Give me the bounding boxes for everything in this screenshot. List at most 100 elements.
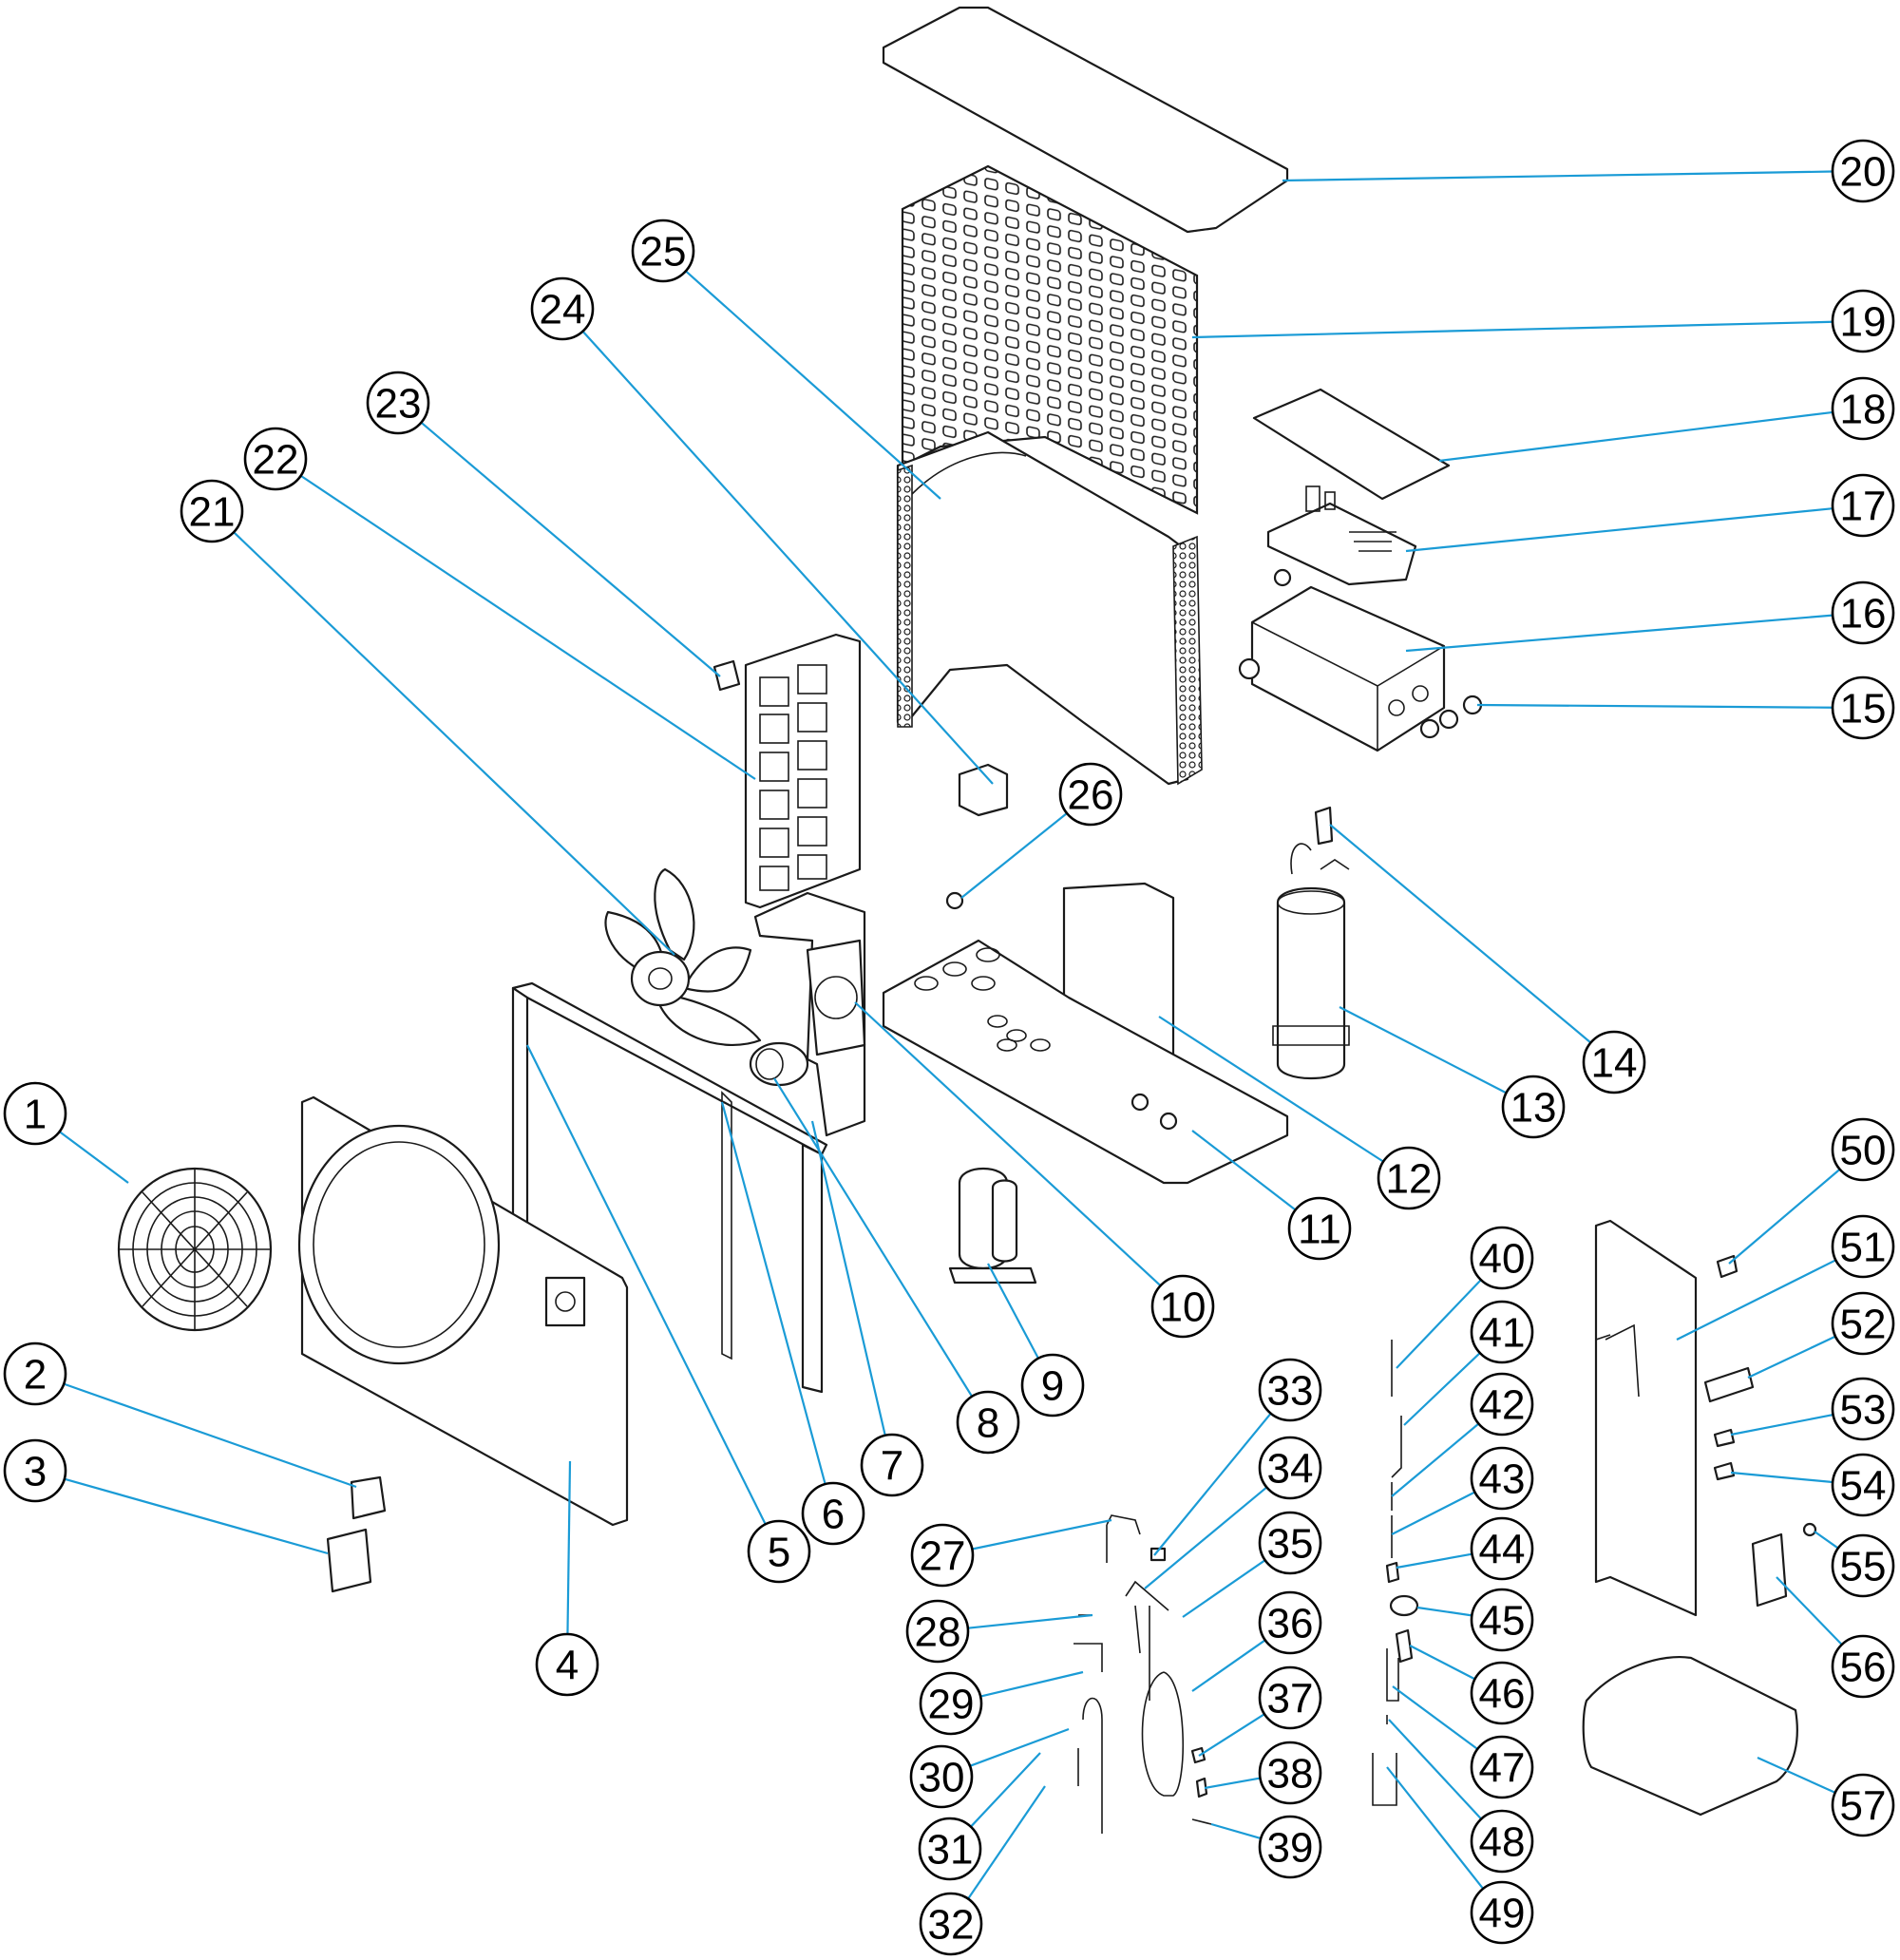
leader-line-53 [1730, 1414, 1834, 1437]
callout-number: 36 [1267, 1601, 1314, 1647]
callout-number: 23 [375, 381, 422, 428]
callout-number: 34 [1267, 1446, 1314, 1493]
callout-circle [366, 371, 430, 435]
callout-39: 39 [1258, 1815, 1322, 1879]
callout-number: 7 [881, 1443, 903, 1490]
leader-line-45 [1416, 1606, 1472, 1617]
leader-line-11 [1191, 1130, 1297, 1211]
callout-circle [1020, 1353, 1085, 1418]
callout-48: 48 [1470, 1809, 1534, 1874]
callout-circle [1831, 376, 1895, 441]
callout-number: 43 [1479, 1456, 1526, 1503]
callout-circle [1831, 1377, 1895, 1441]
callout-circle [1258, 1590, 1322, 1655]
callout-circle [530, 276, 595, 341]
callout-number: 50 [1840, 1128, 1887, 1174]
callout-37: 37 [1258, 1665, 1322, 1730]
callout-43: 43 [1470, 1446, 1534, 1511]
leader-line-19 [1191, 320, 1834, 339]
leader-line-7 [810, 1120, 886, 1437]
callout-circle [1470, 1372, 1534, 1437]
callout-25: 25 [631, 219, 695, 283]
grommet [945, 891, 964, 910]
callout-number: 40 [1479, 1236, 1526, 1283]
callout-circle [1258, 1665, 1322, 1730]
callout-number: 31 [927, 1827, 974, 1874]
relay-small-2 [1713, 1461, 1736, 1481]
leader-line-26 [960, 812, 1068, 899]
callout-28: 28 [905, 1599, 970, 1664]
callout-1: 1 [3, 1081, 67, 1146]
callout-number: 33 [1267, 1368, 1314, 1415]
callout-51: 51 [1831, 1214, 1895, 1279]
leader-line-5 [526, 1044, 767, 1525]
leader-line-52 [1747, 1335, 1836, 1379]
callout-49: 49 [1470, 1880, 1534, 1945]
leader-line-13 [1339, 1006, 1508, 1094]
callout-circle [1582, 1030, 1646, 1094]
callout-circle [535, 1632, 599, 1697]
callout-number: 35 [1267, 1521, 1314, 1568]
callout-circle [1377, 1146, 1441, 1210]
leader-line-38 [1204, 1777, 1261, 1790]
callout-12: 12 [1377, 1146, 1441, 1210]
leader-line-28 [967, 1613, 1093, 1629]
callout-circle [3, 1342, 67, 1406]
callout-circle [631, 219, 695, 283]
heat-exchanger [1272, 806, 1350, 1079]
callout-55: 55 [1831, 1533, 1895, 1598]
control-box [326, 1528, 372, 1593]
callout-circle [918, 1817, 982, 1881]
callout-number: 27 [920, 1533, 966, 1580]
leader-line-18 [1438, 410, 1834, 463]
callout-circle [801, 1481, 865, 1546]
callout-number: 47 [1479, 1745, 1526, 1792]
leader-line-37 [1198, 1713, 1265, 1757]
callout-circle [747, 1519, 811, 1584]
callout-number: 55 [1840, 1544, 1887, 1590]
callout-number: 48 [1479, 1819, 1526, 1866]
leader-line-35 [1182, 1559, 1266, 1618]
callout-number: 13 [1510, 1085, 1557, 1132]
callout-circle [1258, 1741, 1322, 1805]
callout-circle [905, 1599, 970, 1664]
callout-18: 18 [1831, 376, 1895, 441]
callout-number: 10 [1160, 1284, 1206, 1331]
callout-3: 3 [3, 1438, 67, 1503]
callout-50: 50 [1831, 1117, 1895, 1182]
callout-number: 22 [253, 437, 299, 484]
callout-44: 44 [1470, 1516, 1534, 1581]
callout-circle [1831, 1117, 1895, 1182]
callout-17: 17 [1831, 473, 1895, 538]
callout-labels: 1234567891011121314151617181920212223242… [3, 139, 1895, 1956]
support-frame [511, 981, 828, 1394]
leader-lines [59, 170, 1843, 1900]
callout-number: 14 [1591, 1040, 1638, 1087]
fan-guard [117, 1167, 273, 1332]
callout-circle [1831, 289, 1895, 353]
callout-33: 33 [1258, 1358, 1322, 1422]
callout-number: 11 [1298, 1207, 1341, 1253]
callout-41: 41 [1470, 1300, 1534, 1364]
callout-32: 32 [919, 1892, 983, 1956]
callout-circle [919, 1892, 983, 1956]
leader-line-49 [1386, 1766, 1485, 1890]
callout-number: 57 [1840, 1783, 1887, 1830]
side-panel-left [744, 633, 862, 909]
leader-line-42 [1391, 1422, 1480, 1497]
callout-26: 26 [1058, 762, 1123, 827]
front-panel [297, 1095, 629, 1527]
callout-11: 11 [1287, 1196, 1352, 1261]
callout-circle [909, 1744, 974, 1809]
callout-circle [1831, 139, 1895, 203]
callout-number: 2 [24, 1352, 47, 1399]
callout-23: 23 [366, 371, 430, 435]
callout-54: 54 [1831, 1453, 1895, 1517]
callout-circle [1287, 1196, 1352, 1261]
leader-line-2 [63, 1382, 357, 1489]
callout-circle [1150, 1274, 1215, 1339]
callout-16: 16 [1831, 580, 1895, 645]
leader-line-14 [1329, 824, 1592, 1044]
leader-line-48 [1388, 1719, 1483, 1820]
leader-line-50 [1728, 1168, 1841, 1265]
